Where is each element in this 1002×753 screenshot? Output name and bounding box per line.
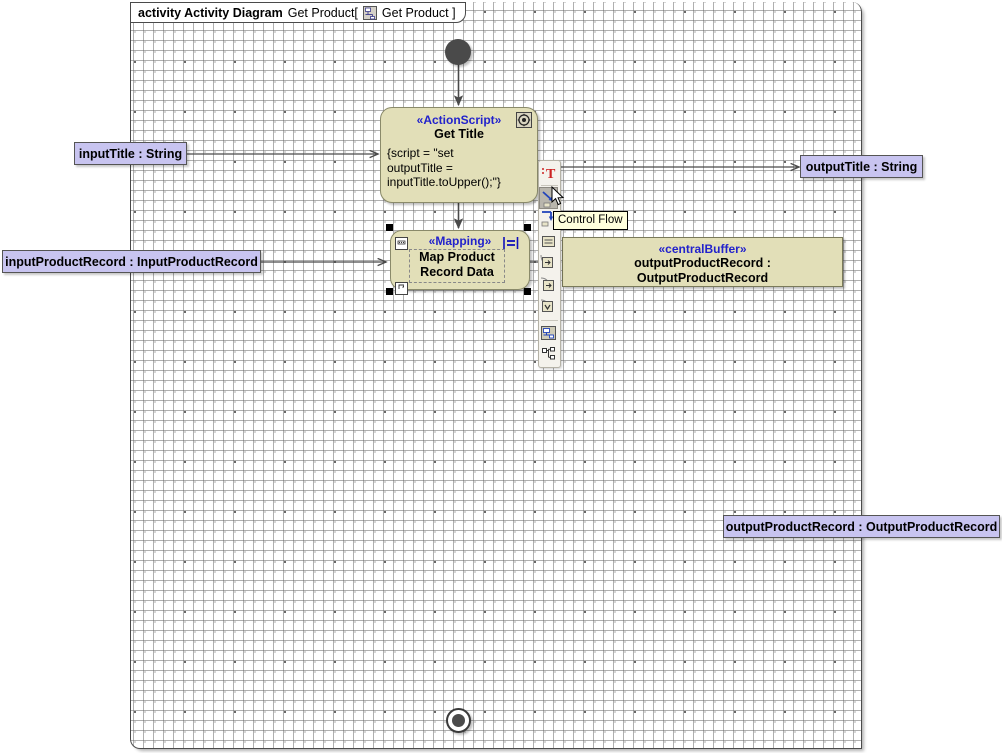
- selection-handle-bottom-right[interactable]: [524, 288, 531, 295]
- activity-parameter-output-title[interactable]: outputTitle : String: [800, 155, 923, 178]
- frame-name-prefix: Get Product[: [287, 5, 358, 20]
- mapping-name-line-1: Map Product: [419, 250, 495, 264]
- action-stereotype: «ActionScript»: [416, 113, 502, 127]
- selection-handle-top-left[interactable]: [386, 224, 393, 231]
- activity-parameter-input-product-record[interactable]: inputProductRecord : InputProductRecord: [2, 250, 261, 273]
- tooltip-control-flow: Control Flow: [553, 211, 628, 230]
- diagram-tool-palette[interactable]: T: [538, 160, 561, 368]
- structured-node-tool[interactable]: [539, 344, 558, 366]
- action-name: Get Title: [434, 127, 484, 141]
- activity-parameter-input-title[interactable]: inputTitle : String: [74, 142, 187, 165]
- action-body-line-2: outputTitle =: [387, 160, 453, 175]
- output-pin-tool[interactable]: [539, 275, 558, 297]
- action-body-line-1: {script = "set: [387, 146, 454, 160]
- activity-final-node[interactable]: [446, 708, 471, 733]
- action-body-line-3: inputTitle.toUpper();"}: [387, 175, 501, 189]
- gear-icon: [516, 112, 532, 128]
- frame-name-suffix: Get Product ]: [381, 5, 456, 20]
- input-title-label: inputTitle : String: [78, 146, 183, 161]
- selection-handle-bottom-left[interactable]: [386, 288, 393, 295]
- control-flow-tool[interactable]: [539, 187, 558, 209]
- activity-parameter-output-product-record[interactable]: outputProductRecord : OutputProductRecor…: [723, 515, 1000, 538]
- text-tool[interactable]: T: [539, 162, 558, 184]
- central-buffer-node[interactable]: «centralBuffer» outputProductRecord : Ou…: [562, 237, 843, 287]
- action-node-get-title[interactable]: «ActionScript» Get Title {script = "set …: [380, 107, 538, 203]
- input-product-record-label: inputProductRecord : InputProductRecord: [5, 254, 258, 269]
- central-buffer-name: outputProductRecord : OutputProductRecor…: [634, 256, 771, 285]
- mapping-name-box: Map Product Record Data: [409, 249, 505, 283]
- output-product-record-label: outputProductRecord : OutputProductRecor…: [725, 519, 998, 534]
- value-pin-tool[interactable]: [539, 297, 558, 319]
- input-pin-tool[interactable]: [539, 253, 558, 275]
- svg-text:T: T: [546, 167, 556, 182]
- activity-tool[interactable]: [539, 322, 558, 344]
- frame-keyword: activity Activity Diagram: [138, 5, 283, 20]
- mapping-equals-icon: [502, 236, 520, 250]
- activity-diagram-icon: [362, 5, 377, 20]
- mapping-output-pin-badge[interactable]: [395, 282, 408, 295]
- mapping-input-pin-badge[interactable]: [395, 237, 408, 250]
- initial-node[interactable]: [445, 39, 471, 65]
- selection-handle-top-right[interactable]: [524, 224, 531, 231]
- mapping-name-line-2: Record Data: [420, 265, 494, 279]
- output-title-label: outputTitle : String: [805, 159, 918, 174]
- frame-header: activity Activity Diagram Get Product[ G…: [130, 2, 466, 23]
- action-node-mapping[interactable]: «Mapping» Map Product Record Data: [390, 230, 530, 290]
- action-node-tool[interactable]: [539, 231, 558, 253]
- palette-separator: [541, 185, 558, 186]
- central-buffer-stereotype: «centralBuffer»: [658, 242, 747, 256]
- final-node-inner: [452, 714, 465, 727]
- palette-separator-2: [541, 320, 558, 321]
